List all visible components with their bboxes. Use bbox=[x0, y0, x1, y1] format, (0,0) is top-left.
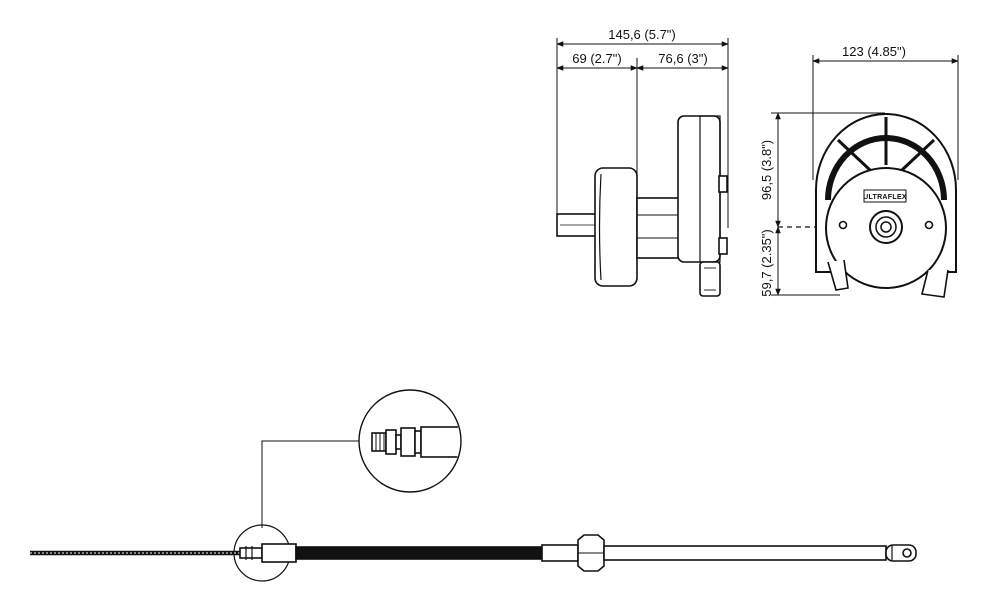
helm-housing bbox=[677, 115, 721, 263]
front-foot-left bbox=[827, 259, 849, 291]
cable-rod bbox=[603, 545, 887, 561]
cable-eye-hole bbox=[902, 548, 912, 558]
cable-conduit bbox=[295, 546, 543, 560]
detail-leader-line bbox=[261, 440, 360, 528]
dim-right-width: 76,6 (3") bbox=[658, 51, 707, 66]
cable-ferrule bbox=[261, 543, 297, 563]
housing-boss-bottom bbox=[718, 237, 728, 255]
cable-sleeve bbox=[541, 544, 579, 562]
magnified-detail bbox=[358, 389, 462, 493]
dim-lower-height: 59,7 (2.35") bbox=[759, 229, 774, 297]
dim-upper-height: 96,5 (3.8") bbox=[759, 140, 774, 200]
dim-overall-width: 145,6 (5.7") bbox=[608, 27, 676, 42]
front-cable-outlet bbox=[921, 269, 949, 298]
front-view bbox=[771, 55, 959, 298]
detail-hex bbox=[400, 427, 416, 457]
mount-hole-right bbox=[924, 220, 934, 230]
cable-end-fitting bbox=[239, 547, 263, 559]
dim-left-width: 69 (2.7") bbox=[572, 51, 621, 66]
housing-boss-top bbox=[718, 175, 728, 193]
brand-label: ULTRAFLEX bbox=[863, 194, 907, 201]
helm-bezel bbox=[594, 167, 638, 287]
cable-outlet-side bbox=[699, 261, 721, 297]
dim-front-width: 123 (4.85") bbox=[842, 44, 906, 59]
brand-plate bbox=[863, 189, 907, 203]
mount-hole-left bbox=[838, 220, 848, 230]
steering-cable bbox=[30, 440, 917, 582]
side-view bbox=[556, 38, 729, 297]
detail-collar bbox=[385, 429, 397, 455]
detail-body bbox=[420, 426, 460, 458]
helm-neck bbox=[636, 197, 680, 259]
